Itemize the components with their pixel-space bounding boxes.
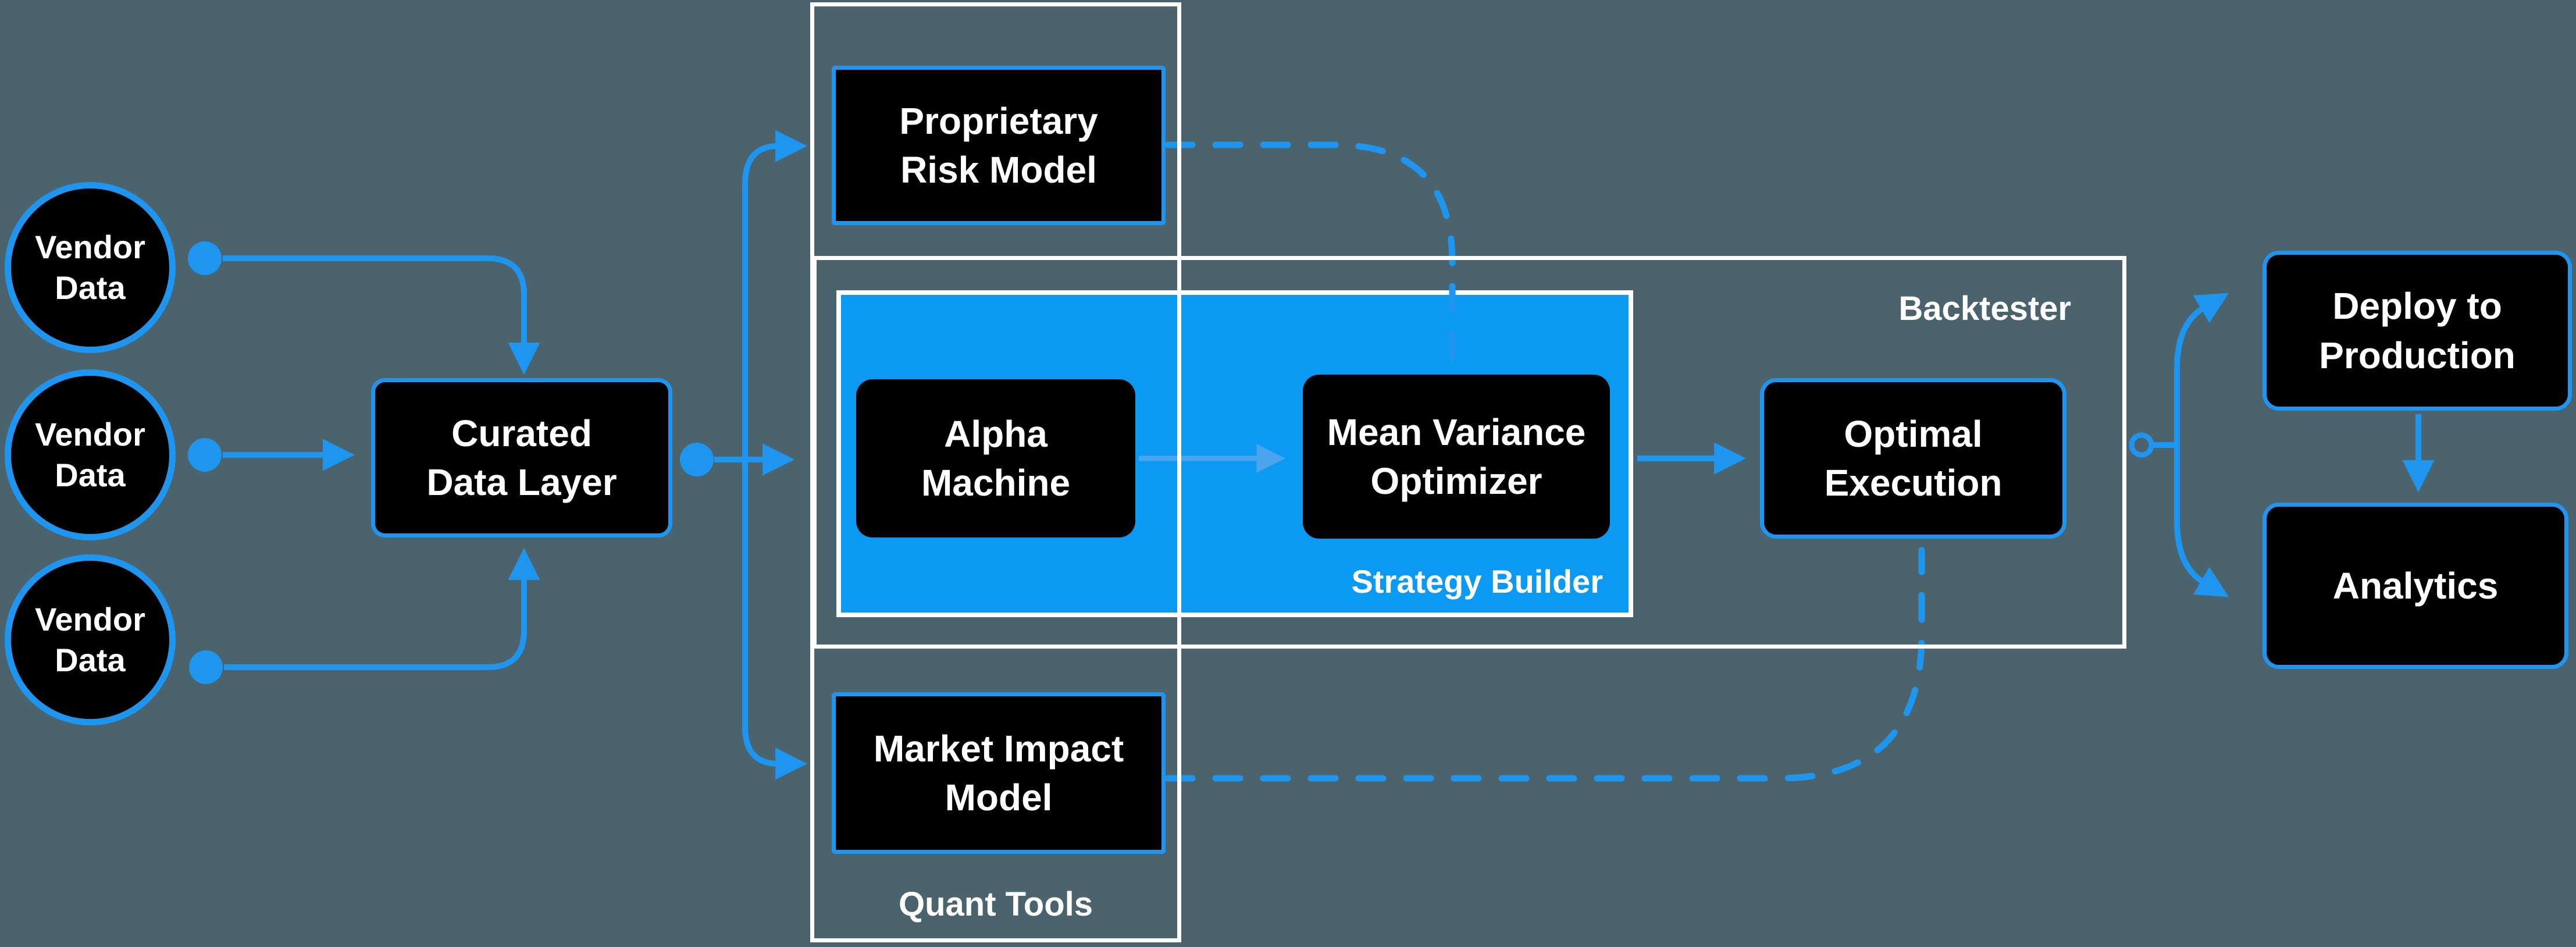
node-alpha-machine: Alpha Machine: [856, 379, 1135, 537]
vendor-data-3-label: Vendor Data: [35, 601, 145, 678]
wire-curated-to-impact-model: [742, 460, 807, 780]
backtester-container: Backtester: [813, 256, 2126, 649]
curated-out-dot-icon: [680, 443, 714, 476]
node-deploy-to-production: Deploy to Production: [2263, 251, 2572, 411]
wire-dashed-impact-model-to-execution: [1164, 547, 1925, 782]
vendor2-dot-icon: [188, 438, 222, 472]
curated-data-layer-label: Curated Data Layer: [426, 412, 617, 503]
wire-vendor3-to-curated: [224, 548, 540, 670]
node-mean-variance-optimizer: Mean Variance Optimizer: [1303, 375, 1610, 539]
optimal-execution-label: Optimal Execution: [1824, 412, 2003, 504]
node-vendor-data-2: Vendor Data: [5, 369, 176, 540]
wire-vendor1-to-curated: [223, 255, 540, 375]
vendor-data-1-label: Vendor Data: [35, 229, 145, 306]
market-impact-model-label: Market Impact Model: [873, 727, 1124, 818]
quant-tools-container: Quant Tools: [810, 2, 1181, 942]
node-optimal-execution: Optimal Execution: [1760, 378, 2066, 539]
node-proprietary-risk-model: Proprietary Risk Model: [832, 66, 1166, 225]
vendor1-dot-icon: [188, 241, 222, 275]
vendor-data-2-label: Vendor Data: [35, 416, 145, 493]
deploy-to-production-label: Deploy to Production: [2319, 285, 2516, 376]
node-vendor-data-3: Vendor Data: [5, 554, 176, 725]
node-curated-data-layer: Curated Data Layer: [371, 378, 672, 537]
node-vendor-data-1: Vendor Data: [5, 182, 176, 353]
wire-backtester-to-analytics: [2174, 445, 2229, 597]
node-market-impact-model: Market Impact Model: [832, 692, 1166, 854]
quant-tools-label: Quant Tools: [898, 885, 1093, 924]
wire-dashed-risk-model-to-optimizer: [1164, 141, 1456, 369]
wire-curated-to-risk-model: [742, 130, 807, 460]
analytics-label: Analytics: [2332, 564, 2499, 607]
backtester-label: Backtester: [1898, 290, 2071, 327]
alpha-machine-label: Alpha Machine: [921, 412, 1071, 504]
vendor3-dot-icon: [189, 650, 223, 684]
proprietary-risk-model-label: Proprietary Risk Model: [899, 99, 1098, 191]
backtester-out-ring-icon: [2129, 432, 2154, 458]
node-analytics: Analytics: [2263, 503, 2568, 669]
wire-backtester-to-deploy: [2153, 293, 2229, 448]
strategy-builder-label: Strategy Builder: [1351, 563, 1603, 600]
mean-variance-optimizer-label: Mean Variance Optimizer: [1327, 411, 1586, 502]
